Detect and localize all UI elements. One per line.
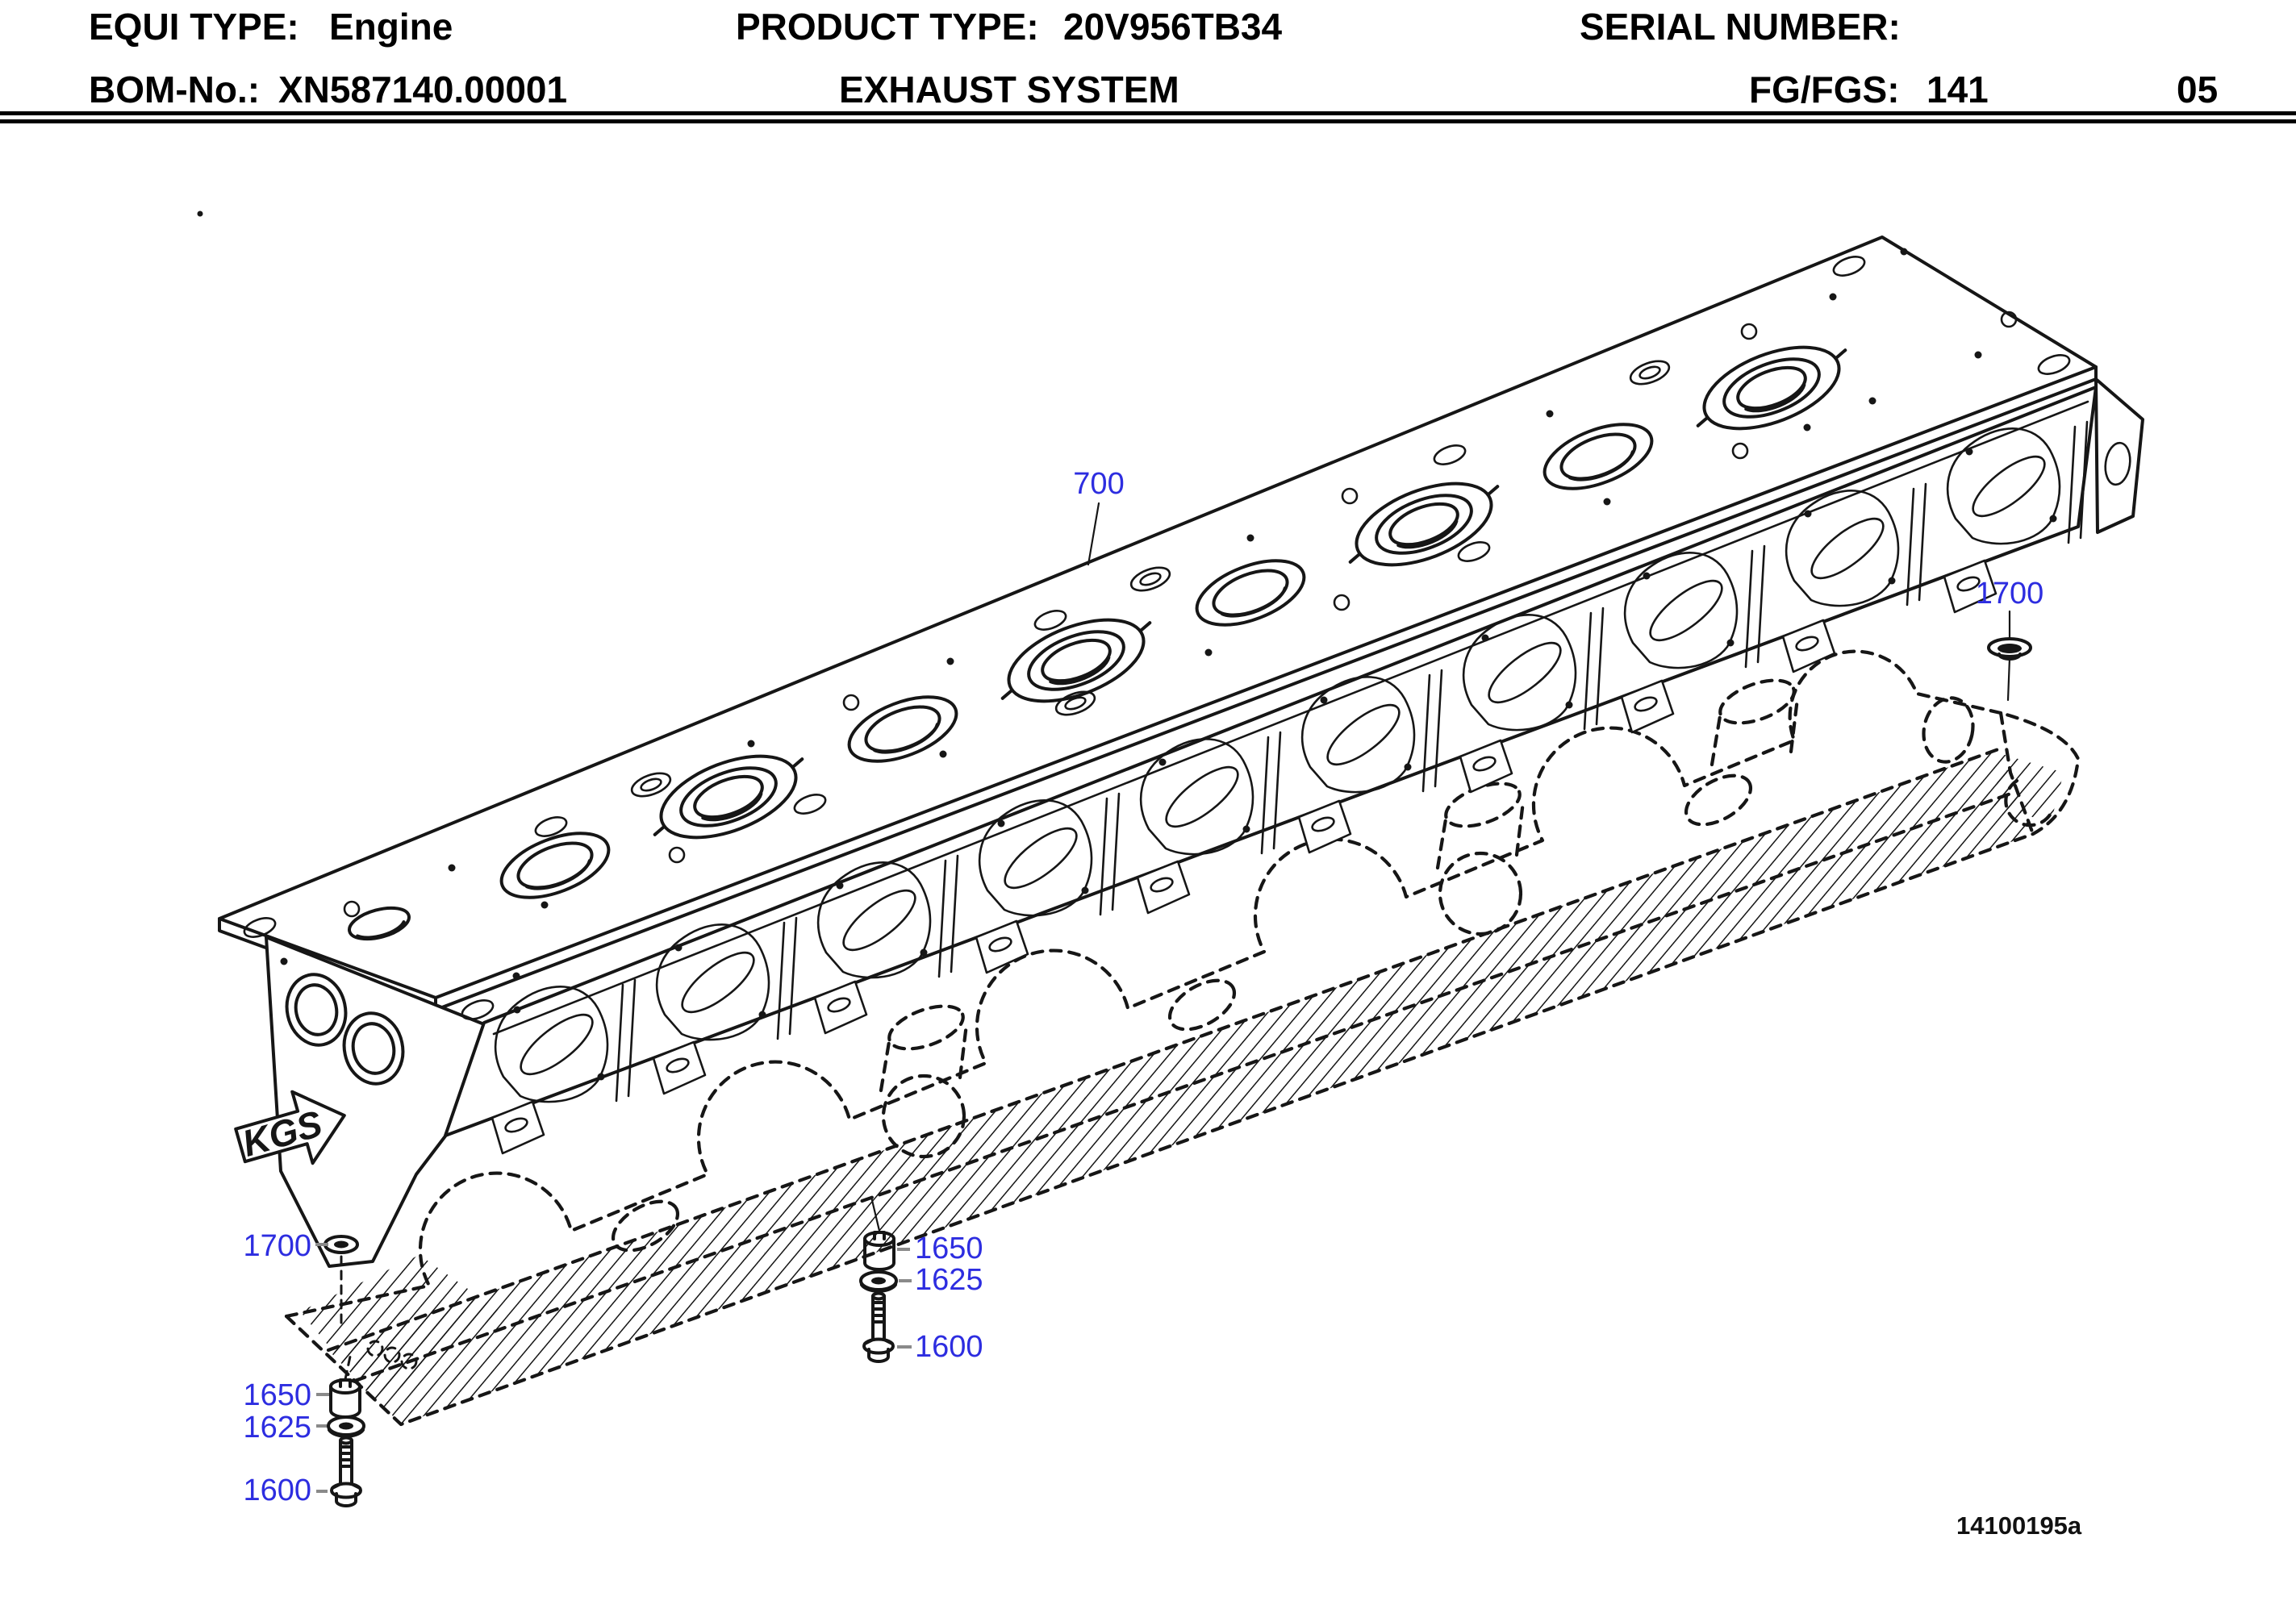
callout-1650-mid: 1650: [915, 1232, 983, 1265]
washer-1625-left: [327, 1415, 365, 1438]
bushing-left-connector: [344, 1355, 352, 1381]
plug-1700-right: [1987, 637, 2032, 661]
end-port: [285, 973, 348, 1047]
cover-hatch-right: [1993, 754, 2064, 823]
figure-number: 14100195a: [1956, 1511, 2082, 1540]
washer-1625-mid: [859, 1270, 898, 1293]
callout-1600-left: 1600: [243, 1474, 311, 1507]
fg-fgs-label: FG/FGS:: [1749, 69, 1900, 110]
plate-plain-oval: [348, 906, 411, 941]
cover-egg-hole: [1922, 696, 1975, 764]
bolt-1600-mid: [862, 1291, 895, 1363]
bom-no-label: BOM-No.:: [89, 69, 261, 110]
bushing-1650-left: [329, 1378, 361, 1419]
bushing-mid-connector: [870, 1195, 881, 1232]
callout-1600-mid: 1600: [915, 1330, 983, 1364]
cover-hatch-band: [328, 749, 2033, 1424]
sheet-number: 05: [2177, 69, 2219, 110]
equi-type-value: Engine: [329, 6, 453, 48]
callout-1625-mid: 1625: [915, 1263, 983, 1297]
fg-fgs-value: 141: [1927, 69, 1989, 110]
cover-hatch-left: [300, 1255, 500, 1405]
callout-labels: 700 1700 1700 1650 1625 1600 1650 1625 1…: [243, 467, 2043, 1507]
bolt-1600-left: [330, 1436, 362, 1507]
system-title: EXHAUST SYSTEM: [839, 69, 1179, 110]
header-rule-top: [0, 111, 2296, 115]
housing-leader: [1087, 502, 1100, 566]
product-type-label: PRODUCT TYPE:: [736, 6, 1039, 48]
cover-bottom-outline: [284, 711, 2081, 1427]
arrow-right-icon: [234, 1090, 346, 1165]
callout-dashes: [315, 1243, 912, 1493]
equi-type-label: EQUI TYPE:: [89, 6, 299, 48]
callout-700: 700: [1073, 467, 1124, 501]
scan-dot: [197, 211, 203, 217]
manifold-housing-700: [218, 236, 2144, 1268]
plug-right-leader: [2006, 610, 2011, 702]
housing-flange-line: [492, 400, 2089, 1036]
housing-right-end: [2094, 377, 2144, 534]
cover-stub: [1712, 672, 1800, 765]
callout-hardware: [324, 502, 2032, 1507]
cover-top-outline: [284, 649, 2003, 1319]
cover-oval-hole: [1678, 765, 1759, 835]
right-end-oval: [2104, 441, 2131, 486]
callout-1650-left: 1650: [243, 1378, 311, 1412]
header-rule-bottom: [0, 119, 2296, 123]
callout-1700-right: 1700: [1976, 577, 2044, 611]
cover-round-hole: [1440, 853, 1521, 934]
end-port: [342, 1011, 405, 1086]
callout-1700-left: 1700: [243, 1229, 311, 1263]
callout-1625-left: 1625: [243, 1411, 311, 1444]
product-type-value: 20V956TB34: [1063, 6, 1283, 48]
bom-no-value: XN587140.00001: [278, 69, 568, 110]
serial-number-label: SERIAL NUMBER:: [1580, 6, 1901, 48]
plate-drillings: [240, 248, 2073, 1024]
